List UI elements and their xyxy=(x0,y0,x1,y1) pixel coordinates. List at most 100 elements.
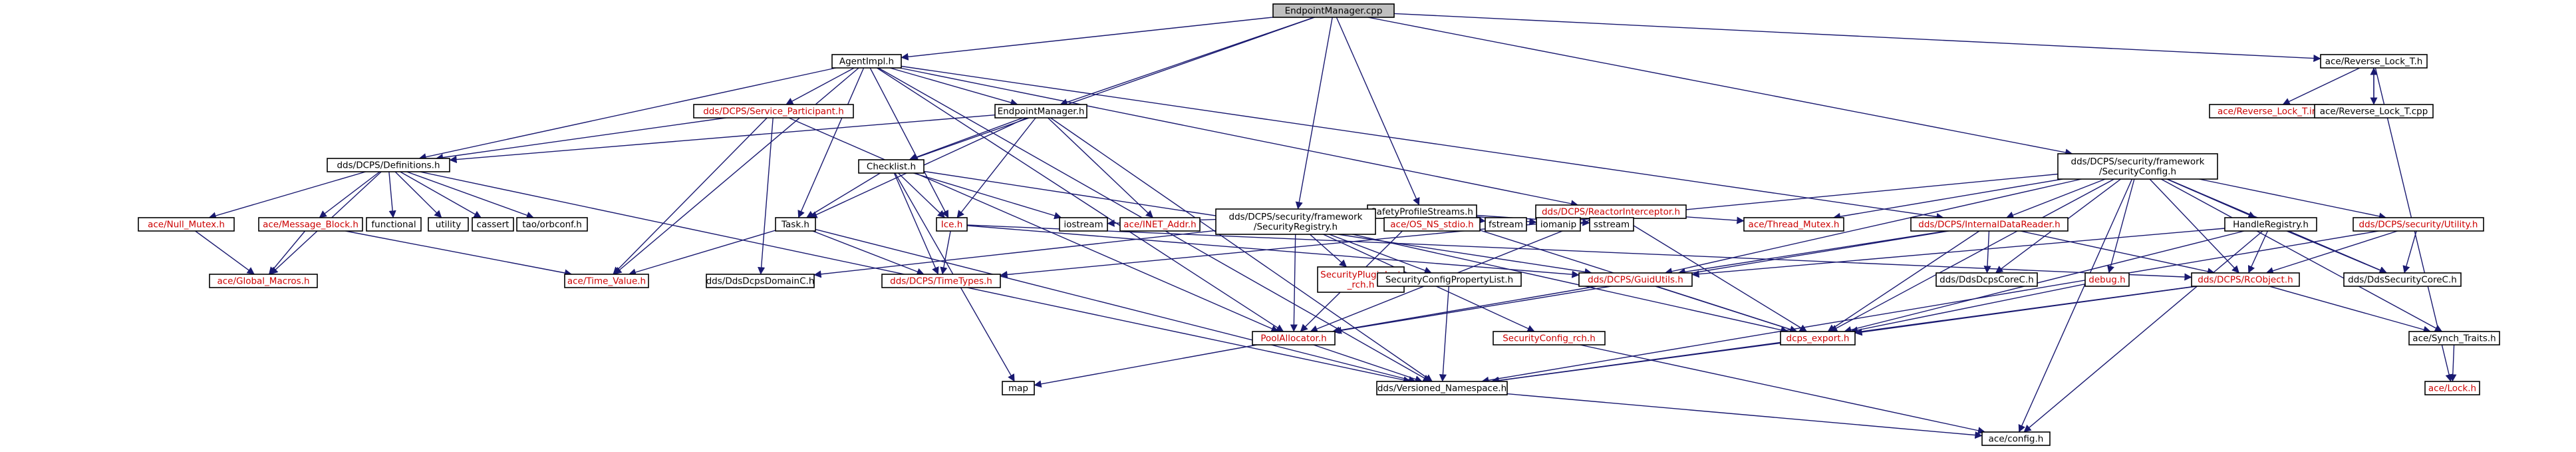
node-box xyxy=(1272,3,1395,18)
edge-null_mutex-to-global_macros xyxy=(195,230,255,275)
node-box xyxy=(1376,381,1508,395)
edge-rc_object-to-synch_traits xyxy=(2269,286,2431,334)
edge-ice-to-rc_object xyxy=(966,224,2192,281)
edges-layer xyxy=(195,13,2457,439)
edge-synch_traits-to-ace_lock xyxy=(2449,344,2457,382)
node-map[interactable]: map xyxy=(1002,381,1035,395)
node-box xyxy=(775,217,816,232)
node-root: EndpointManager.cpp xyxy=(1272,3,1395,18)
node-reactor_interceptor[interactable]: dds/DCPS/ReactorInterceptor.h xyxy=(1535,204,1687,219)
node-label: ace/Null_Mutex.h xyxy=(148,220,225,230)
node-ace_lock[interactable]: ace/Lock.h xyxy=(2424,381,2480,395)
node-reverse_lock_t_cpp[interactable]: ace/Reverse_Lock_T.cpp xyxy=(2314,104,2434,118)
node-box xyxy=(366,217,422,232)
node-box xyxy=(706,274,815,288)
edge-security_config_rch-to-ace_config xyxy=(1580,344,1986,435)
edge-debug-to-dcps_export xyxy=(1850,284,2086,334)
node-definitions[interactable]: dds/DCPS/Definitions.h xyxy=(327,158,450,172)
node-reverse_lock_t_h[interactable]: ace/Reverse_Lock_T.h xyxy=(2320,54,2428,69)
node-label: iostream xyxy=(1064,220,1103,230)
edge-handle_registry-to-guid_utils xyxy=(1691,228,2225,278)
node-synch_traits[interactable]: ace/Synch_Traits.h xyxy=(2408,331,2500,345)
node-time_value[interactable]: ace/Time_Value.h xyxy=(564,274,649,288)
node-label: ace/OS_NS_stdio.h xyxy=(1390,220,1473,230)
node-box xyxy=(2424,381,2480,395)
edge-service_participant-to-time_value xyxy=(613,117,768,275)
node-functional[interactable]: functional xyxy=(366,217,422,232)
node-iostream[interactable]: iostream xyxy=(1059,217,1108,232)
node-fstream[interactable]: fstream xyxy=(1485,217,1527,232)
node-debug[interactable]: debug.h xyxy=(2084,272,2130,287)
node-rc_object[interactable]: dds/DCPS/RcObject.h xyxy=(2191,272,2300,287)
node-iomanip[interactable]: iomanip xyxy=(1536,217,1581,232)
node-dds_security_core_c[interactable]: dds/DdsSecurityCoreC.h xyxy=(2343,272,2462,287)
node-safety_profile_streams[interactable]: SafetyProfileStreams.h xyxy=(1367,204,1477,219)
node-checklist[interactable]: Checklist.h xyxy=(858,159,925,174)
edge-task-to-time_value xyxy=(628,230,776,276)
edge-security_utility-to-rc_object xyxy=(2265,230,2398,275)
node-message_block[interactable]: ace/Message_Block.h xyxy=(258,217,363,232)
node-box xyxy=(831,54,902,69)
edge-security_config-to-guid_utils xyxy=(1664,178,2082,276)
node-global_macros[interactable]: ace/Global_Macros.h xyxy=(209,274,318,288)
node-box xyxy=(1383,217,1481,232)
node-security_config[interactable]: dds/DCPS/security/framework/SecurityConf… xyxy=(2057,153,2218,180)
node-label: ace/Message_Block.h xyxy=(263,220,358,230)
node-dds_dcps_domain_c[interactable]: dds/DdsDcpsDomainC.h xyxy=(706,274,815,288)
node-null_mutex[interactable]: ace/Null_Mutex.h xyxy=(138,217,235,232)
edge-reverse_lock_t_h-to-reverse_lock_t_inl xyxy=(2282,67,2361,105)
node-utility[interactable]: utility xyxy=(428,217,469,232)
node-box xyxy=(1780,331,1856,345)
node-internal_data_reader[interactable]: dds/DCPS/InternalDataReader.h xyxy=(1910,217,2069,232)
node-handle_registry[interactable]: HandleRegistry.h xyxy=(2224,217,2317,232)
node-reverse_lock_t_inl[interactable]: ace/Reverse_Lock_T.inl xyxy=(2209,104,2329,118)
node-security_config_rch[interactable]: SecurityConfig_rch.h xyxy=(1493,331,1606,345)
node-box xyxy=(1485,217,1527,232)
edge-internal_data_reader-to-dds_dcps_core_c xyxy=(1983,230,1991,274)
node-tao_orbconf[interactable]: tao/orbconf.h xyxy=(516,217,588,232)
node-inet_addr[interactable]: ace/INET_Addr.h xyxy=(1119,217,1201,232)
node-box xyxy=(1493,331,1606,345)
node-security_utility[interactable]: dds/DCPS/security/Utility.h xyxy=(2353,217,2484,232)
node-dds_dcps_core_c[interactable]: dds/DdsDcpsCoreC.h xyxy=(1935,272,2038,287)
node-ice[interactable]: Ice.h xyxy=(936,217,968,232)
node-label: dds/DdsDcpsDomainC.h xyxy=(706,276,815,287)
edge-message_block-to-global_macros xyxy=(268,230,306,275)
edge-root-to-security_registry xyxy=(1295,17,1333,210)
node-time_types[interactable]: dds/DCPS/TimeTypes.h xyxy=(881,274,1001,288)
node-sstream[interactable]: sstream xyxy=(1589,217,1634,232)
node-service_participant[interactable]: dds/DCPS/Service_Participant.h xyxy=(693,104,854,118)
node-os_ns_stdio[interactable]: ace/OS_NS_stdio.h xyxy=(1383,217,1481,232)
node-security_registry[interactable]: dds/DCPS/security/framework/SecurityRegi… xyxy=(1215,208,1376,235)
node-label: fstream xyxy=(1489,220,1523,230)
edge-internal_data_reader-to-dcps_export xyxy=(1827,230,1980,332)
node-cassert[interactable]: cassert xyxy=(472,217,514,232)
node-task[interactable]: Task.h xyxy=(775,217,816,232)
node-ace_config[interactable]: ace/config.h xyxy=(1981,431,2051,446)
node-label: functional xyxy=(371,220,416,230)
edge-root-to-agentimpl xyxy=(901,17,1274,61)
edge-internal_data_reader-to-guid_utils xyxy=(1677,230,1947,276)
node-guid_utils[interactable]: dds/DCPS/GuidUtils.h xyxy=(1578,272,1693,287)
edge-security_registry-to-dcps_export xyxy=(1352,234,1789,334)
node-thread_mutex[interactable]: ace/Thread_Mutex.h xyxy=(1743,217,1844,232)
edge-internal_data_reader-to-rc_object xyxy=(2020,230,2216,276)
node-box xyxy=(1215,208,1376,235)
node-versioned_namespace[interactable]: dds/Versioned_Namespace.h xyxy=(1376,381,1508,395)
edge-ice-to-guid_utils xyxy=(966,225,1580,278)
node-pool_allocator[interactable]: PoolAllocator.h xyxy=(1252,331,1336,345)
edge-endpointmanager_h-to-ice xyxy=(956,117,1036,218)
node-endpointmanager_h[interactable]: EndpointManager.h xyxy=(994,104,1087,118)
node-security_config_property_list[interactable]: SecurityConfigPropertyList.h xyxy=(1377,272,1522,287)
node-box xyxy=(1002,381,1035,395)
edge-security_config-to-dcps_export xyxy=(1830,178,2114,332)
node-agentimpl[interactable]: AgentImpl.h xyxy=(831,54,902,69)
node-dcps_export[interactable]: dcps_export.h xyxy=(1780,331,1856,345)
node-box xyxy=(428,217,469,232)
edge-task-to-time_types xyxy=(812,230,925,276)
node-label: dds/DdsDcpsCoreC.h xyxy=(1939,275,2034,286)
edge-endpointmanager_h-to-checklist xyxy=(909,117,1024,161)
edge-security_config-to-synch_traits xyxy=(2160,178,2443,332)
edge-security_registry-to-pool_allocator xyxy=(1290,234,1298,332)
node-label: sstream xyxy=(1594,220,1630,230)
